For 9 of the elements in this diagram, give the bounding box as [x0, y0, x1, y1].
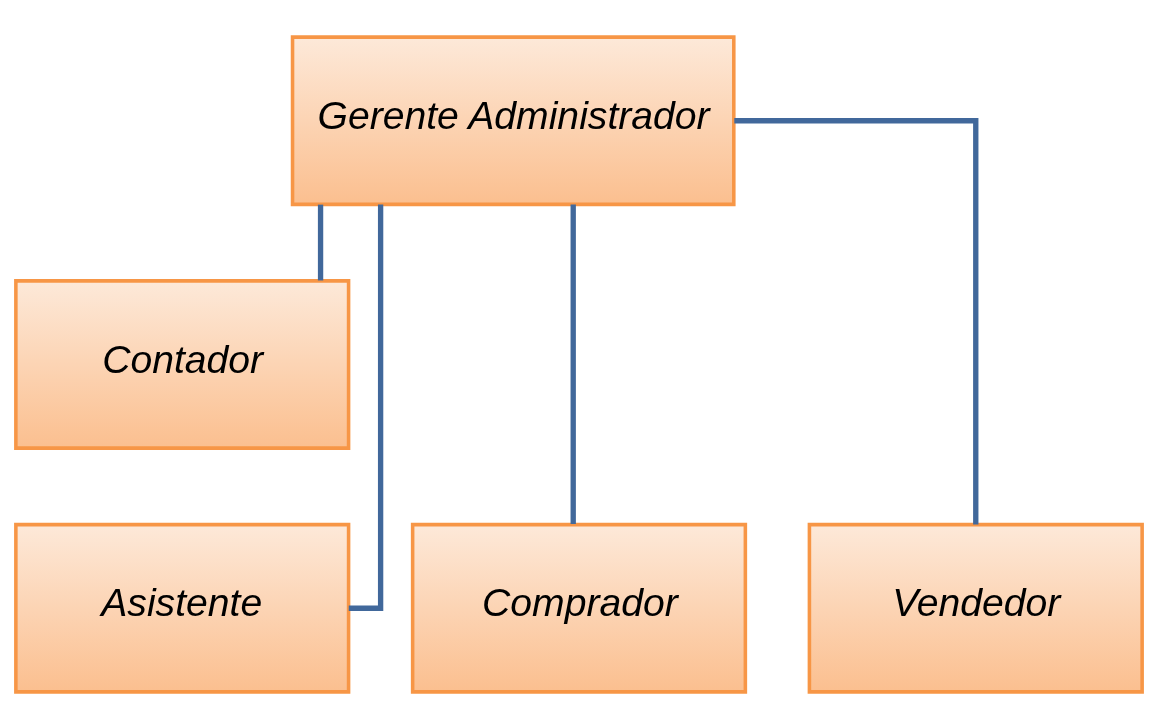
- node-box: Contador: [14, 278, 351, 450]
- connector: [734, 117, 979, 524]
- connector: [317, 204, 324, 280]
- node-box: Comprador: [410, 522, 748, 694]
- node-box: Vendedor: [807, 522, 1144, 694]
- connector: [570, 204, 576, 524]
- connector: [348, 204, 384, 611]
- node-box: Gerente Administrador: [290, 34, 736, 206]
- node-box: Asistente: [14, 522, 351, 694]
